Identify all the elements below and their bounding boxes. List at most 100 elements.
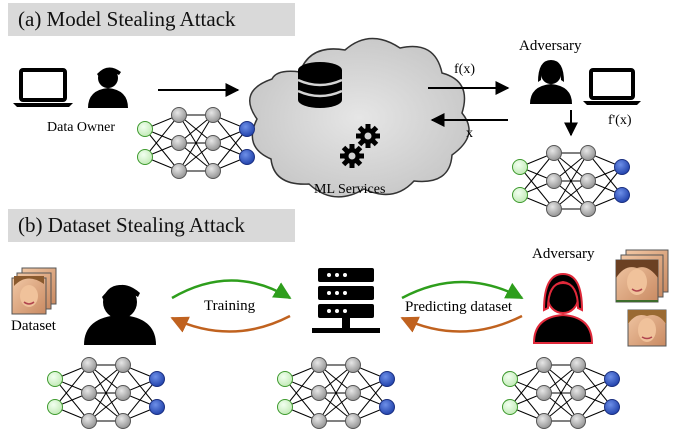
hidden-node [580, 201, 596, 217]
data-owner-label: Data Owner [47, 120, 116, 135]
server-network-b [277, 357, 395, 429]
output-node [379, 399, 395, 415]
input-node [137, 149, 153, 165]
network-edge [519, 152, 555, 196]
network-edge [352, 378, 388, 422]
hidden-node [115, 385, 131, 401]
input-node [277, 371, 293, 387]
hidden-node [546, 145, 562, 161]
dataset-photos [11, 267, 57, 315]
adversary-network-b [502, 357, 620, 429]
output-node [379, 371, 395, 387]
hidden-node [81, 413, 97, 429]
hidden-node [345, 357, 361, 373]
output-label: f(x) [454, 62, 475, 77]
training-label: Training [204, 298, 256, 314]
predicted-photo [627, 309, 667, 347]
input-node [502, 371, 518, 387]
section-b-banner: (b) Dataset Stealing Attack [8, 209, 295, 242]
adversary-laptop-icon [583, 68, 641, 105]
hidden-node [546, 201, 562, 217]
hidden-node [580, 173, 596, 189]
input-node [137, 121, 153, 137]
network-edge [212, 128, 248, 172]
network-edge [553, 152, 589, 210]
training-arrow [171, 279, 292, 300]
input-node [512, 187, 528, 203]
network-edge [543, 364, 579, 422]
face-photo-icon [616, 260, 658, 302]
adversary-photo-stack [615, 249, 669, 303]
ml-services-label: ML Services [314, 182, 386, 197]
hidden-node [570, 385, 586, 401]
output-node [239, 149, 255, 165]
hidden-node [115, 357, 131, 373]
output-node [149, 371, 165, 387]
predicting-label: Predicting dataset [405, 299, 513, 315]
hidden-node [345, 385, 361, 401]
input-node [502, 399, 518, 415]
hidden-node [81, 357, 97, 373]
laptop-icon [13, 68, 73, 107]
adversary-a-icon [530, 60, 572, 104]
query-label: x [466, 126, 473, 141]
network-edge [122, 378, 158, 422]
hidden-node [536, 385, 552, 401]
network-edge [577, 378, 613, 422]
section-a-banner: (a) Model Stealing Attack [8, 3, 295, 36]
owner-network-b [47, 357, 165, 429]
output-node [149, 399, 165, 415]
output-node [614, 159, 630, 175]
adversary-a-label: Adversary [519, 38, 582, 54]
network-edge [178, 114, 214, 172]
server-icon [312, 268, 380, 333]
input-node [47, 371, 63, 387]
hidden-node [546, 173, 562, 189]
network-edge [88, 364, 124, 422]
network-edge [284, 364, 320, 408]
predicting-arrow [401, 280, 524, 300]
network-edge [318, 364, 354, 422]
stolen-model-label: f'(x) [608, 113, 632, 128]
gears-icon [340, 124, 380, 168]
training-return-arrow [170, 314, 291, 333]
adversary-b-icon [532, 272, 594, 344]
hidden-node [205, 163, 221, 179]
data-owner-b-icon [84, 284, 156, 345]
network-edge [54, 364, 90, 408]
hidden-node [311, 385, 327, 401]
section-a-title: (a) Model Stealing Attack [18, 7, 236, 31]
owner-model-network [137, 107, 255, 179]
dataset-label: Dataset [11, 318, 56, 334]
hidden-node [536, 357, 552, 373]
hidden-node [311, 413, 327, 429]
hidden-node [171, 107, 187, 123]
face-photo-icon [14, 276, 44, 307]
output-node [614, 187, 630, 203]
stolen-model-network [512, 145, 630, 217]
output-node [604, 371, 620, 387]
hidden-node [205, 135, 221, 151]
predicting-return-arrow [400, 314, 523, 333]
hidden-node [171, 163, 187, 179]
input-node [277, 399, 293, 415]
hidden-node [570, 357, 586, 373]
hidden-node [171, 135, 187, 151]
hidden-node [345, 413, 361, 429]
database-icon [297, 62, 343, 108]
output-node [604, 399, 620, 415]
ml-services-cloud [248, 37, 470, 198]
input-node [47, 399, 63, 415]
user-icon [88, 67, 128, 108]
hidden-node [115, 413, 131, 429]
hidden-node [536, 413, 552, 429]
network-edge [587, 166, 623, 210]
adversary-b-label: Adversary [532, 246, 595, 262]
hidden-node [311, 357, 327, 373]
hidden-node [580, 145, 596, 161]
network-edge [509, 364, 545, 408]
output-node [239, 121, 255, 137]
section-b-title: (b) Dataset Stealing Attack [18, 213, 245, 237]
hidden-node [205, 107, 221, 123]
